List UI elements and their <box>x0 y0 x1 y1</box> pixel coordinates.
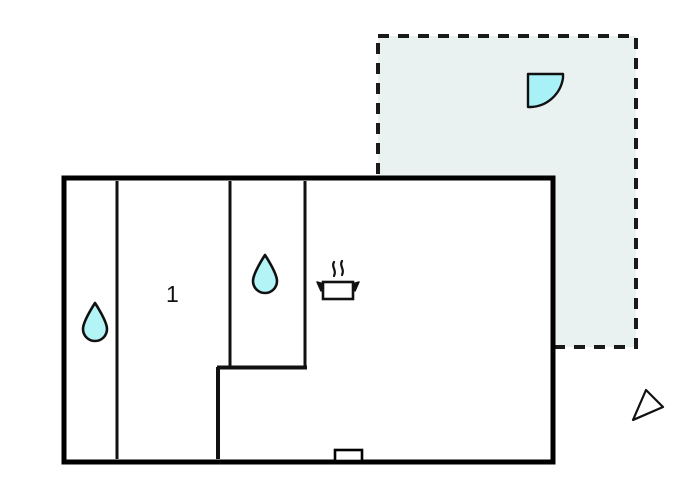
main-building <box>61 175 556 465</box>
water-drop-shape <box>81 301 109 343</box>
north-arrow-icon <box>631 388 665 422</box>
water-drop-shape <box>251 253 279 295</box>
steam-icon <box>340 259 344 277</box>
pot-body-icon <box>321 280 355 301</box>
hot-tub-icon <box>526 72 565 109</box>
steam-icon <box>332 260 336 278</box>
interior-walls <box>115 181 307 459</box>
entrance-door <box>333 448 364 463</box>
room-number-label: 1 <box>166 281 179 307</box>
water-drop-icon <box>251 253 279 295</box>
building-exterior-wall <box>61 175 556 465</box>
north-arrow-shape <box>631 388 665 422</box>
entrance-door-opening <box>333 448 364 463</box>
water-drop-icon <box>81 301 109 343</box>
stove-icon <box>316 259 360 301</box>
hot-tub-shape <box>526 72 565 109</box>
building-floor <box>64 178 553 462</box>
